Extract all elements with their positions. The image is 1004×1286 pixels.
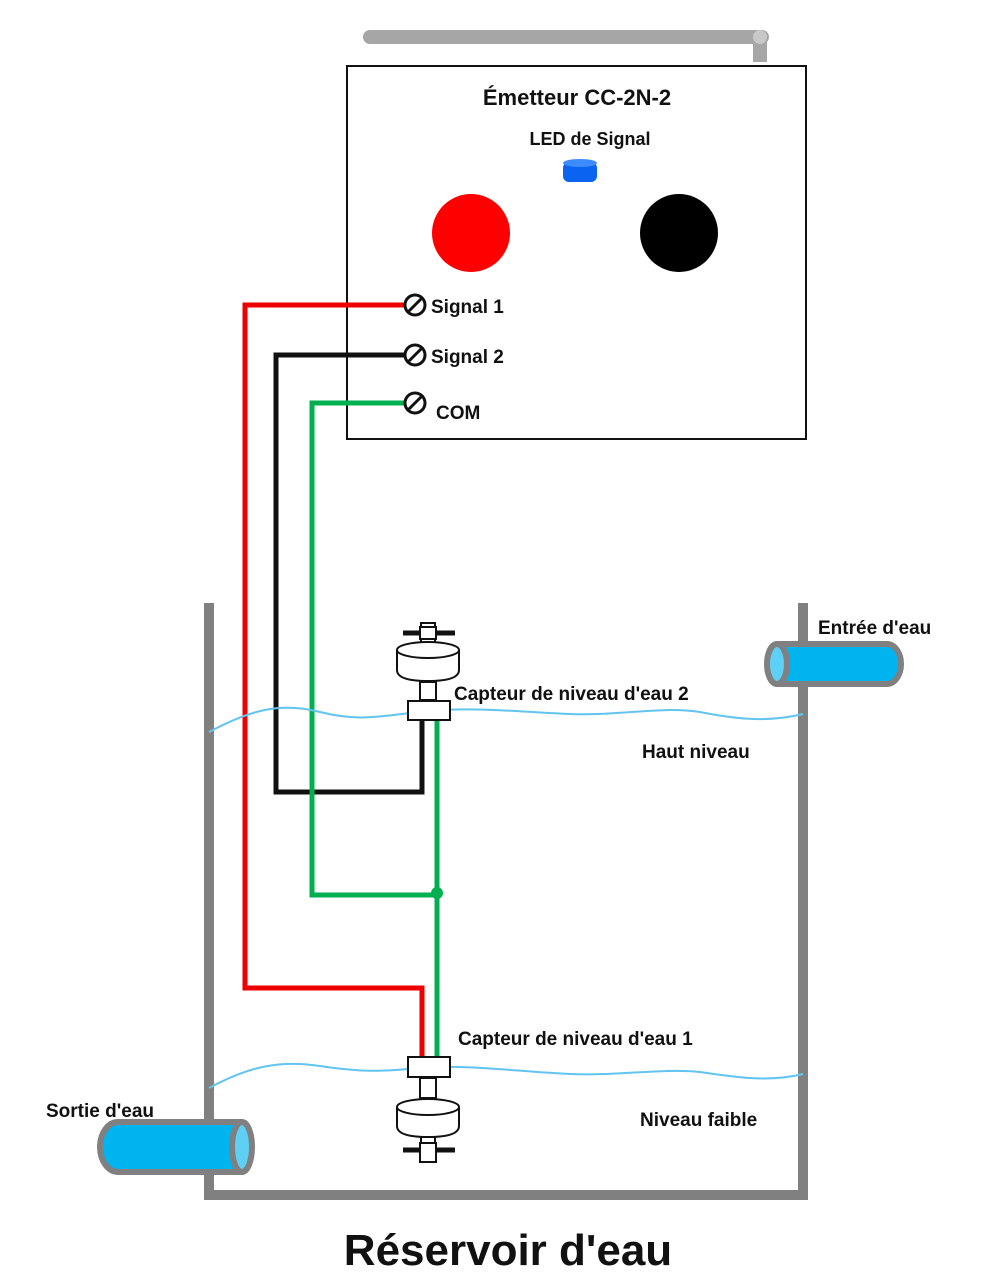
high-water-line (208, 706, 804, 733)
terminal-screw-com (403, 391, 427, 415)
high-level-label: Haut niveau (642, 742, 750, 763)
low-level-label: Niveau faible (640, 1110, 757, 1131)
terminal-screw-1 (403, 293, 427, 317)
terminal-label-signal-1: Signal 1 (431, 297, 504, 318)
transmitter-box (346, 65, 807, 440)
outlet-pipe (97, 1119, 255, 1175)
wire-com (309, 400, 437, 898)
terminal-label-com: COM (436, 403, 480, 424)
tank-title: Réservoir d'eau (344, 1226, 672, 1275)
terminal-label-signal-2: Signal 2 (431, 347, 504, 368)
black-indicator (640, 194, 718, 272)
sensor-1-label: Capteur de niveau d'eau 1 (458, 1029, 693, 1050)
outlet-label: Sortie d'eau (46, 1101, 154, 1122)
wire-signal-2 (273, 352, 425, 795)
antenna (363, 30, 769, 62)
low-water-line (208, 1062, 804, 1089)
signal-led (563, 159, 597, 182)
wire-signal-1 (242, 302, 425, 1064)
level-sensor-2 (396, 622, 460, 721)
led-label: LED de Signal (529, 129, 650, 149)
com-junction (431, 887, 443, 899)
terminal-screw-2 (403, 343, 427, 367)
inlet-label: Entrée d'eau (818, 618, 931, 639)
sensor-2-label: Capteur de niveau d'eau 2 (454, 684, 689, 705)
inlet-pipe (764, 641, 904, 687)
level-sensor-1 (396, 1056, 460, 1163)
transmitter-title: Émetteur CC-2N-2 (483, 85, 671, 110)
tank-walls (204, 603, 808, 1200)
red-indicator (432, 194, 510, 272)
